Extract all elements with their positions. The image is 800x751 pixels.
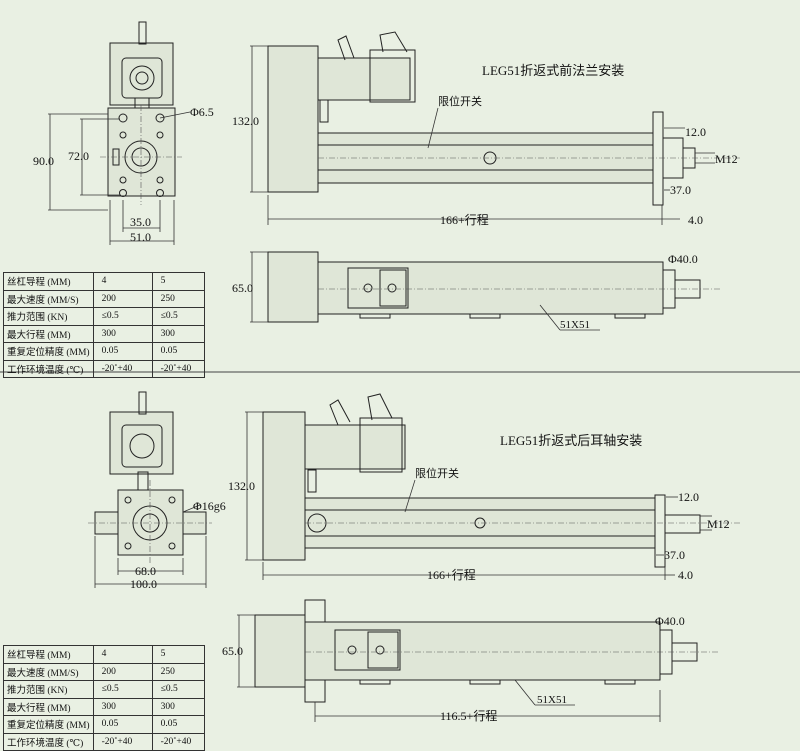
bottom-d37-dim: 37.0 [664,548,685,562]
bottom-d12-dim: 12.0 [678,490,699,504]
bottom-side-view [262,393,740,568]
top-stroke-dim: 166+行程 [440,212,489,227]
table-row: 工作环境温度 (℃)-20˚+40-20˚+40 [3,359,205,378]
top-d4-dim: 4.0 [688,213,703,227]
top-height-65-dim: 65.0 [232,281,253,295]
bottom-plan-view [254,599,720,703]
top-limit-switch-label: 限位开关 [438,94,482,108]
bottom-end-view [88,391,212,565]
top-side-view [267,31,740,206]
top-d37-dim: 37.0 [670,183,691,197]
bottom-d4-dim: 4.0 [678,568,693,582]
top-hole-dim: Φ6.5 [190,105,214,119]
bottom-stroke-116-dim: 116.5+行程 [440,708,497,723]
bottom-width-100-dim: 100.0 [130,577,157,591]
bottom-limit-switch-label: 限位开关 [415,466,459,480]
bottom-height-65-dim: 65.0 [222,644,243,658]
top-width-35-dim: 35.0 [130,215,151,229]
bottom-phi40-dim: Φ40.0 [655,614,685,628]
table-row: 推力范围 (KN)≤0.5≤0.5 [3,680,205,699]
bottom-width-68-dim: 68.0 [135,564,156,578]
bottom-thread-dim: M12 [707,517,730,531]
top-d12-dim: 12.0 [685,125,706,139]
top-height-132-dim: 132.0 [232,114,259,128]
bottom-square-dim: 51X51 [537,694,567,706]
bottom-title: LEG51折返式后耳轴安装 [500,433,642,448]
top-width-51-dim: 51.0 [130,230,151,244]
top-end-view [100,21,182,205]
top-phi40-dim: Φ40.0 [668,252,698,266]
bottom-stroke-dim: 166+行程 [427,567,476,582]
top-height-72-dim: 72.0 [68,149,89,163]
top-height-90-dim: 90.0 [33,154,54,168]
top-thread-dim: M12 [715,152,738,166]
top-plan-view [267,251,720,323]
table-row: 推力范围 (KN)≤0.5≤0.5 [3,307,205,326]
top-title: LEG51折返式前法兰安装 [482,63,624,78]
top-end-view-dimensions [48,111,191,245]
table-row: 工作环境温度 (℃)-20˚+40-20˚+40 [3,732,205,751]
top-square-dim: 51X51 [560,319,590,331]
bottom-shaft-dim: Φ16g6 [193,499,226,513]
bottom-height-132-dim: 132.0 [228,479,255,493]
